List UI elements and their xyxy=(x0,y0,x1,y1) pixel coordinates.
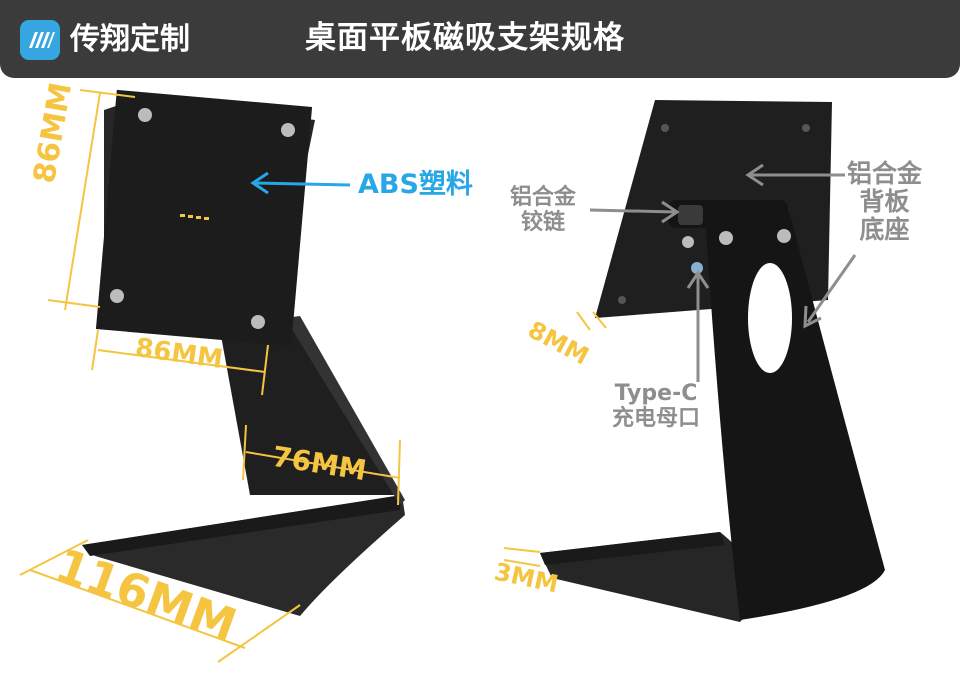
port-label: Type-C 充电母口 xyxy=(612,381,701,431)
port-label-line2: 充电母口 xyxy=(612,405,701,431)
right-dimension-lines xyxy=(503,311,607,567)
backplate-label: 铝合金 背板 底座 xyxy=(847,160,922,244)
right-callout-arrows xyxy=(589,163,857,382)
port-label-line1: Type-C xyxy=(614,381,698,406)
abs-arrow xyxy=(250,171,351,195)
left-dimension-lines xyxy=(19,89,401,663)
backplate-label-line3: 底座 xyxy=(859,215,910,244)
right-stand-image xyxy=(540,100,885,622)
header-bar: 传翔定制 桌面平板磁吸支架规格 xyxy=(0,0,960,78)
backplate-label-line1: 铝合金 xyxy=(847,159,923,188)
brand-name: 传翔定制 xyxy=(70,22,190,57)
material-label: ABS塑料 xyxy=(358,169,473,200)
hinge-label-line1: 铝合金 xyxy=(510,185,577,210)
left-stand-image xyxy=(82,89,405,616)
backplate-label-line2: 背板 xyxy=(859,187,910,216)
hinge-label: 铝合金 铰链 xyxy=(510,185,577,235)
hinge-label-line2: 铰链 xyxy=(521,209,566,235)
page-title: 桌面平板磁吸支架规格 xyxy=(305,20,625,56)
brand-logo-icon xyxy=(20,20,60,60)
